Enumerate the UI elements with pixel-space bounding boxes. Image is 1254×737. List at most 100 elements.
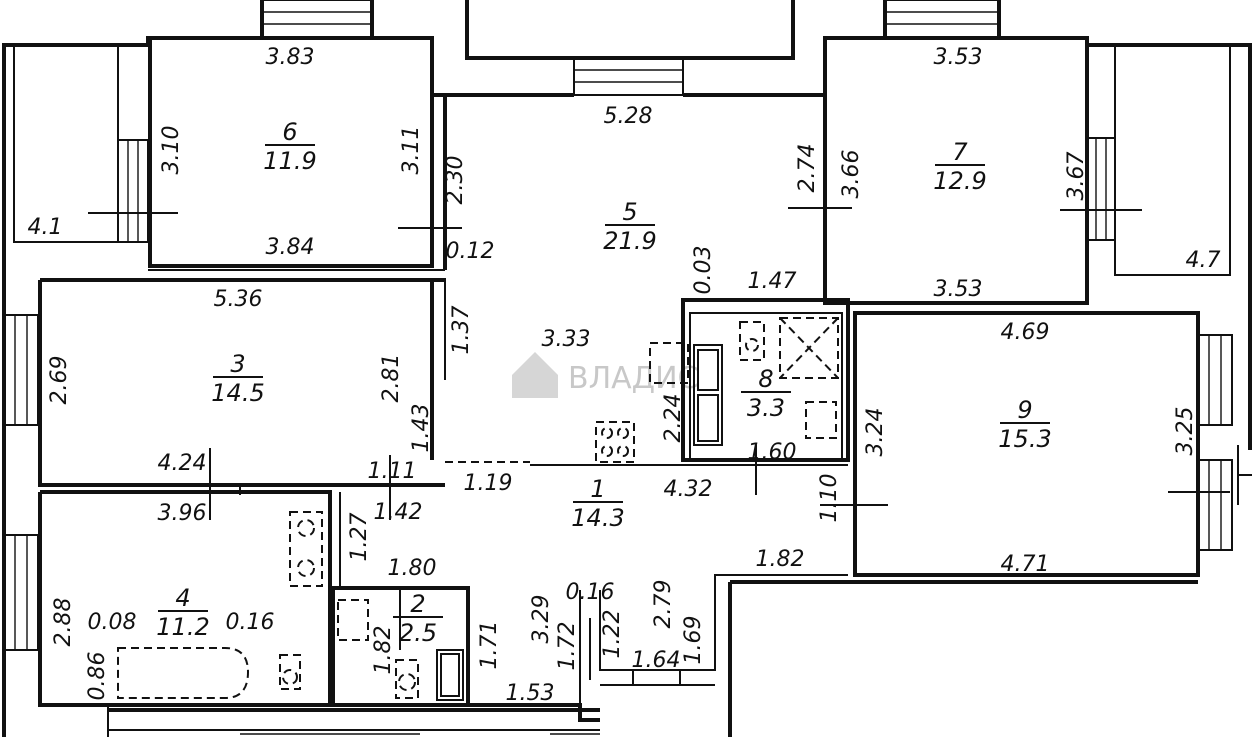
room-area: 11.2 (156, 613, 209, 641)
toilet-icon (805, 401, 837, 439)
dimension-label: 2.24 (661, 394, 686, 443)
dimension-label: 0.16 (226, 610, 275, 635)
dimension-label: 3.25 (1173, 407, 1198, 456)
dimension-label: 1.42 (374, 500, 423, 525)
room-number: 2 (410, 590, 425, 618)
dimension-label: 3.29 (529, 595, 554, 644)
dimension-label: 0.16 (566, 580, 615, 605)
dimension-label: 1.71 (477, 621, 502, 670)
dimension-label: 2.30 (443, 156, 468, 205)
dimension-label: 3.11 (399, 126, 424, 175)
room-number: 9 (1017, 396, 1032, 424)
dimension-label: 2.81 (379, 354, 404, 403)
dimension-label: 3.83 (266, 45, 315, 70)
dimension-label: 3.66 (839, 150, 864, 199)
room-area: 12.9 (933, 167, 986, 195)
dimension-label: 4.24 (158, 451, 207, 476)
dimension-label: 1.11 (368, 459, 417, 484)
fridge-icon (693, 344, 723, 446)
room-labels: 611.9 521.9 712.9 314.5 83.3 915.3 114.3 411.2 2… (156, 118, 1051, 647)
dimension-label: 3.67 (1064, 152, 1089, 201)
dimension-label: 3.24 (863, 408, 888, 457)
dimension-label: 1.80 (388, 556, 437, 581)
dimension-label: 1.72 (555, 622, 580, 671)
watermark-text: ВЛАДИС (568, 361, 699, 396)
dimension-label: 2.69 (47, 356, 72, 405)
dimension-label: 0.08 (88, 610, 137, 635)
room-label-3: 314.5 (211, 350, 264, 407)
dimension-label: 2.79 (651, 580, 676, 629)
room-number: 8 (758, 365, 773, 393)
dimension-label: 0.03 (691, 246, 716, 295)
room-label-2: 22.5 (393, 590, 443, 647)
room-number: 3 (230, 350, 245, 378)
toilet-icon (395, 659, 419, 699)
dimension-label: 4.32 (664, 477, 713, 502)
room-number: 1 (590, 475, 605, 503)
bathtub-icon (117, 647, 250, 699)
dimension-label: 1.37 (449, 306, 474, 355)
dimension-label: 4.69 (1001, 320, 1050, 345)
room-label-8: 83.3 (741, 365, 791, 422)
dimension-label: 2.74 (795, 144, 820, 193)
toilet-icon (279, 654, 301, 690)
room-number: 7 (952, 138, 968, 166)
dimension-label: 3.96 (158, 501, 207, 526)
dimension-label: 1.69 (681, 616, 706, 665)
dimension-label: 1.82 (756, 547, 805, 572)
dimension-label: 1.47 (748, 269, 797, 294)
dimension-label: 1.64 (632, 648, 681, 673)
dimension-label: 3.33 (542, 327, 591, 352)
dimension-label: 5.28 (604, 104, 653, 129)
dimension-label: 1.10 (817, 474, 842, 523)
dimension-label: 0.12 (446, 239, 495, 264)
house-logo-icon (512, 352, 558, 398)
room-area: 3.3 (747, 394, 785, 422)
dimension-label: 4.71 (1001, 552, 1050, 577)
dimension-label: 1.22 (600, 610, 625, 659)
room-number: 4 (175, 584, 190, 612)
shower-icon (779, 317, 839, 379)
room-label-1: 114.3 (571, 475, 624, 532)
room-area: 21.9 (603, 227, 656, 255)
dimension-label: 1.27 (347, 513, 372, 562)
dimension-label: 1.60 (748, 440, 797, 465)
room-label-5: 521.9 (603, 198, 656, 255)
room-number: 5 (622, 198, 637, 226)
section-marks (88, 207, 1230, 680)
watermark: ВЛАДИС (512, 352, 699, 398)
dimension-label: 3.84 (266, 235, 315, 260)
dimension-label: 0.86 (85, 652, 110, 701)
cabinet-icon (649, 342, 689, 384)
dimension-label: 1.43 (409, 404, 434, 453)
sink-icon (337, 599, 369, 641)
room-label-4: 411.2 (156, 584, 209, 641)
room-area: 14.3 (571, 504, 624, 532)
dimension-label: 4.7 (1186, 248, 1221, 273)
room-area: 11.9 (263, 147, 316, 175)
dimension-label: 5.36 (214, 287, 263, 312)
room-label-9: 915.3 (998, 396, 1051, 453)
dimension-label: 4.1 (28, 215, 63, 240)
room-number: 6 (282, 118, 297, 146)
dimension-label: 2.88 (51, 598, 76, 647)
room-area: 15.3 (998, 425, 1051, 453)
dimension-label: 3.10 (159, 126, 184, 175)
dimension-label: 1.19 (464, 471, 513, 496)
dimension-label: 1.53 (506, 681, 555, 706)
boiler-icon (436, 649, 464, 701)
fixtures (117, 317, 1252, 701)
dimension-labels: 3.83 3.10 3.11 3.84 4.1 2.30 0.12 5.28 2.74 3.66 0… (28, 45, 1221, 706)
room-label-6: 611.9 (263, 118, 316, 175)
washer-icon (289, 511, 323, 587)
dimension-label: 3.53 (934, 45, 983, 70)
stove-icon (595, 421, 635, 463)
room-label-7: 712.9 (933, 138, 986, 195)
dimension-label: 1.82 (371, 626, 396, 675)
room-area: 2.5 (399, 619, 437, 647)
dimension-label: 3.53 (934, 277, 983, 302)
room-area: 14.5 (211, 379, 264, 407)
sink-icon (739, 321, 765, 361)
